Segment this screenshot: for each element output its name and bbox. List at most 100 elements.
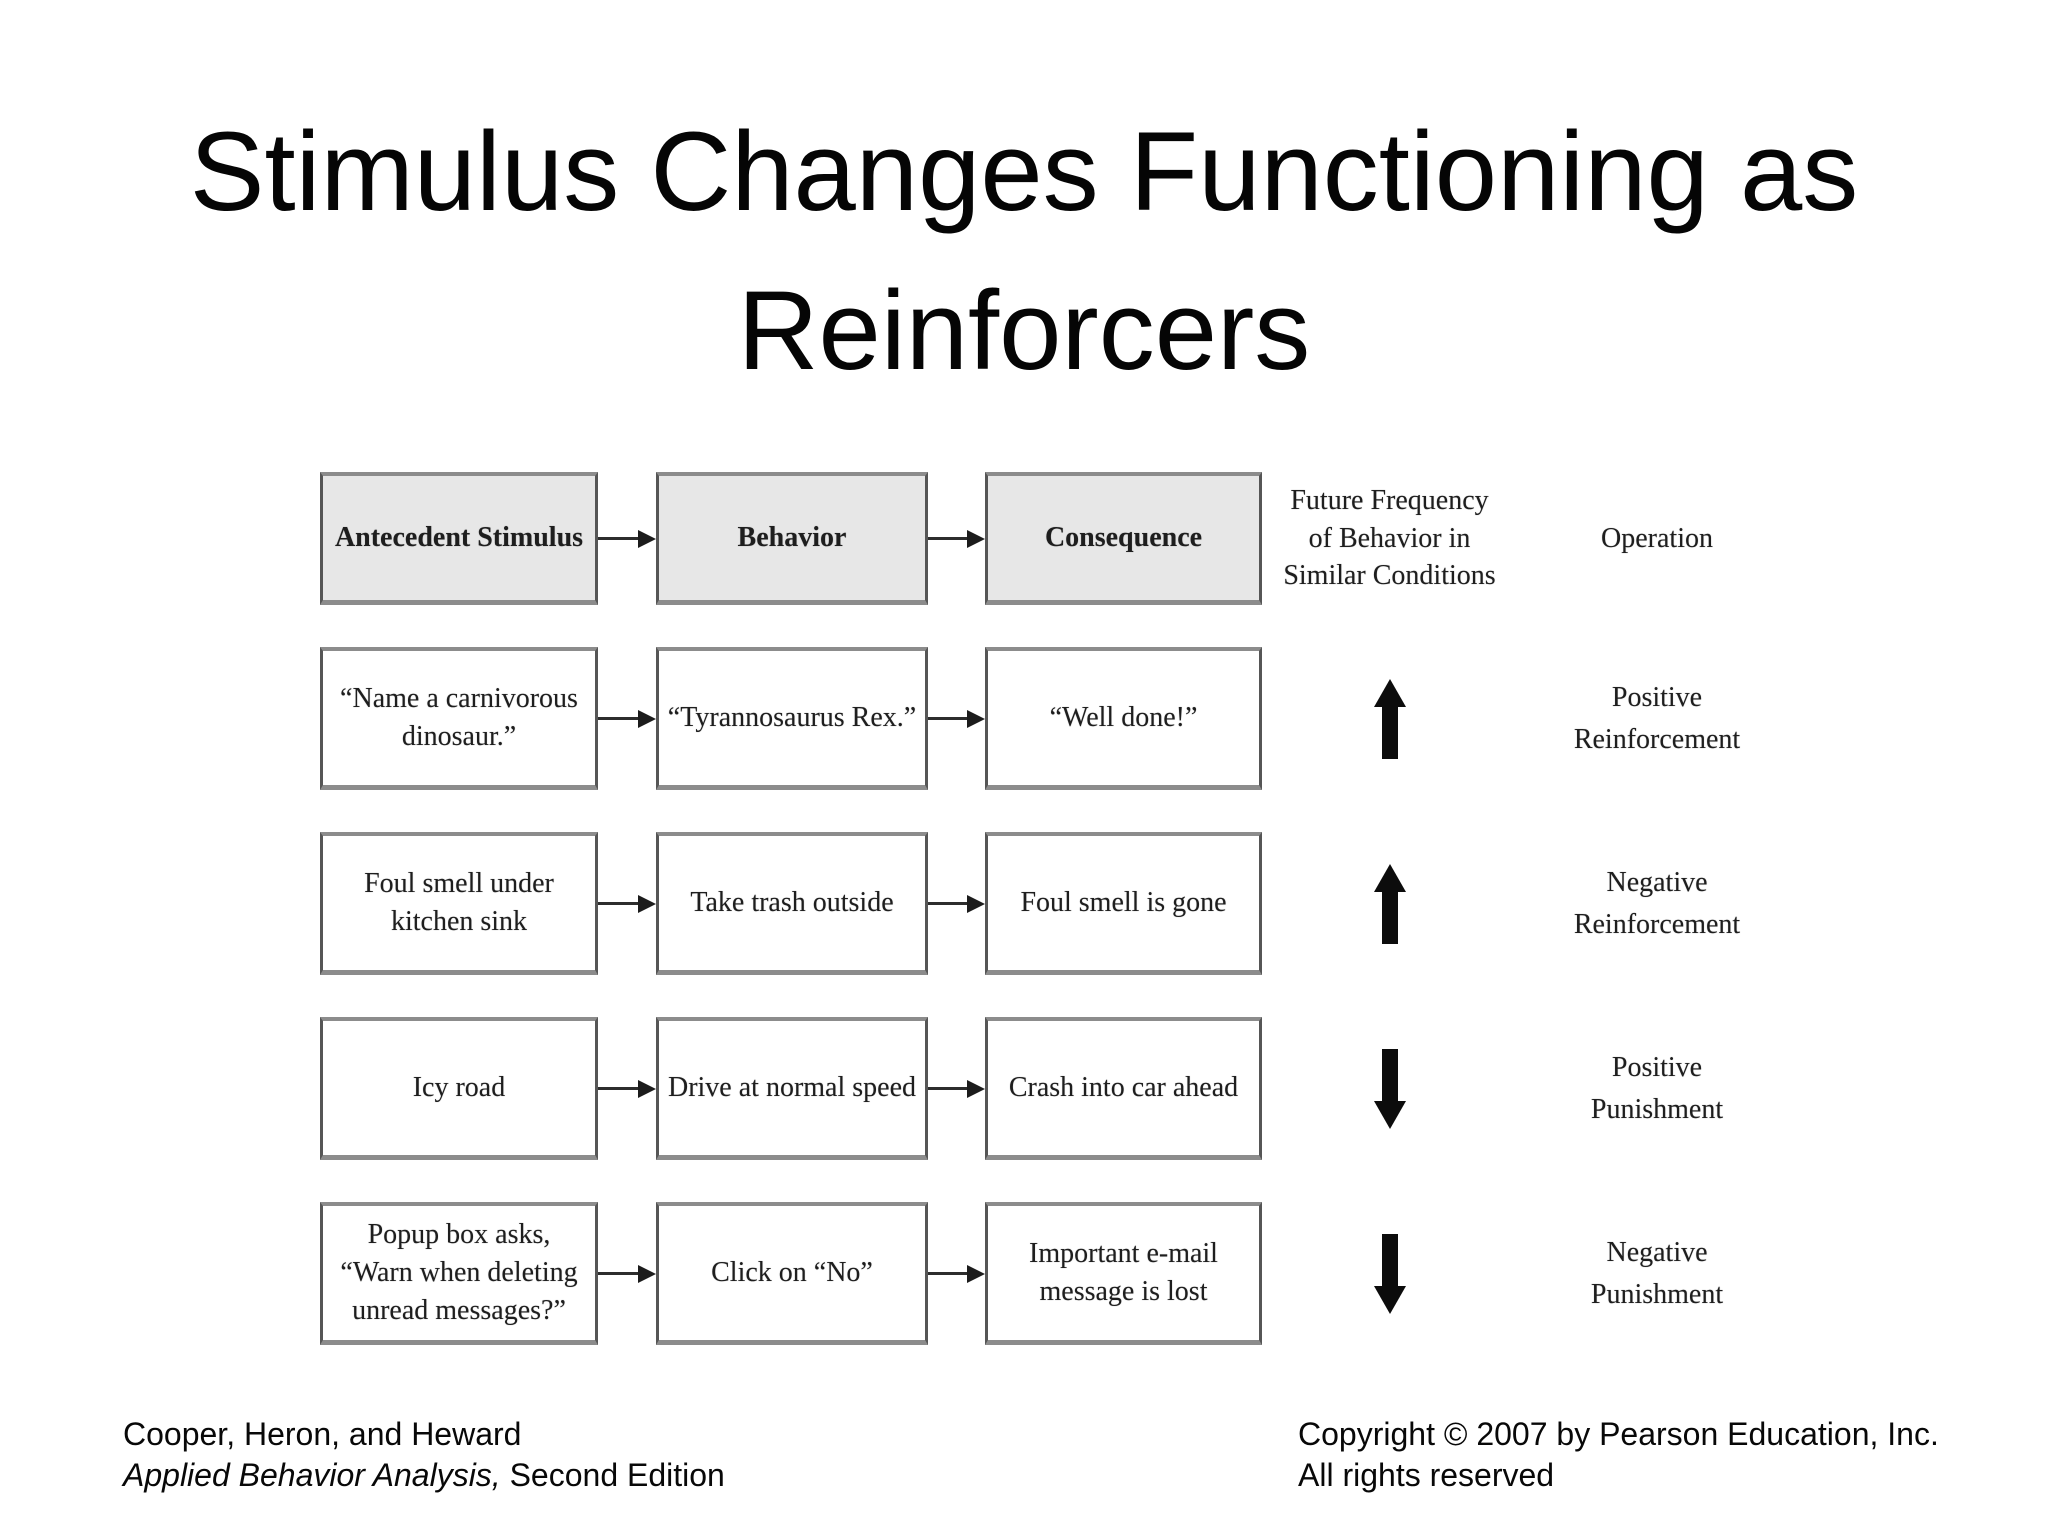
connector-cell bbox=[928, 1017, 985, 1160]
right-arrow-icon bbox=[598, 1264, 656, 1283]
arrow-shaft bbox=[1381, 1048, 1398, 1101]
consequence-box: Important e-mail message is lost bbox=[985, 1202, 1262, 1345]
page-title-line-2: Reinforcers bbox=[737, 268, 1311, 394]
consequence-box: “Well done!” bbox=[985, 647, 1262, 790]
frequency-cell bbox=[1262, 647, 1517, 790]
antecedent-box: Icy road bbox=[320, 1017, 598, 1160]
operation-line: Positive bbox=[1611, 1051, 1703, 1083]
operation-label: Positive Punishment bbox=[1517, 1017, 1797, 1160]
arrow-shaft bbox=[598, 1272, 638, 1275]
arrow-head bbox=[967, 709, 985, 728]
operation-line: Reinforcement bbox=[1573, 908, 1741, 940]
footer-book-edition: Second Edition bbox=[500, 1456, 725, 1493]
reinforcement-contingency-diagram: Antecedent Stimulus Behavior Consequence… bbox=[320, 472, 1797, 1345]
header-box-antecedent-stimulus: Antecedent Stimulus bbox=[320, 472, 598, 605]
frequency-cell bbox=[1262, 832, 1517, 975]
consequence-box: Foul smell is gone bbox=[985, 832, 1262, 975]
arrow-shaft bbox=[1381, 1233, 1398, 1286]
column-header-line: Future Frequency bbox=[1290, 484, 1489, 516]
antecedent-box: Popup box asks, “Warn when deleting unre… bbox=[320, 1202, 598, 1345]
operation-line: Punishment bbox=[1590, 1278, 1724, 1310]
right-arrow-icon bbox=[928, 529, 985, 548]
down-arrow-icon bbox=[1373, 1233, 1406, 1314]
footer-citation-authors: Cooper, Heron, and Heward bbox=[123, 1416, 522, 1452]
behavior-box: “Tyrannosaurus Rex.” bbox=[656, 647, 928, 790]
column-header-line: of Behavior in bbox=[1308, 522, 1471, 554]
arrow-head bbox=[967, 894, 985, 913]
arrow-head bbox=[638, 709, 656, 728]
antecedent-box: Foul smell under kitchen sink bbox=[320, 832, 598, 975]
connector-cell bbox=[598, 472, 656, 605]
right-arrow-icon bbox=[928, 709, 985, 728]
arrow-shaft bbox=[928, 1272, 967, 1275]
right-arrow-icon bbox=[598, 1079, 656, 1098]
arrow-shaft bbox=[928, 902, 967, 905]
page-title-line-1: Stimulus Changes Functioning as bbox=[189, 109, 1859, 234]
right-arrow-icon bbox=[928, 1079, 985, 1098]
column-header-operation: Operation bbox=[1601, 522, 1713, 554]
frequency-cell bbox=[1262, 1017, 1517, 1160]
arrow-head bbox=[1373, 678, 1406, 707]
connector-cell bbox=[928, 1202, 985, 1345]
frequency-cell bbox=[1262, 1202, 1517, 1345]
arrow-shaft bbox=[1381, 891, 1398, 944]
arrow-shaft bbox=[1381, 706, 1398, 759]
arrow-shaft bbox=[598, 537, 638, 540]
column-header-future-frequency: Future Frequency of Behavior in Similar … bbox=[1262, 472, 1517, 605]
arrow-head bbox=[1373, 1100, 1406, 1129]
arrow-head bbox=[1373, 1285, 1406, 1314]
arrow-shaft bbox=[598, 1087, 638, 1090]
operation-label: Negative Reinforcement bbox=[1517, 832, 1797, 975]
footer-copyright: Copyright © 2007 by Pearson Education, I… bbox=[1298, 1414, 1939, 1496]
operation-line: Negative bbox=[1606, 866, 1708, 898]
header-box-behavior: Behavior bbox=[656, 472, 928, 605]
footer-book-title: Applied Behavior Analysis, bbox=[123, 1456, 501, 1493]
up-arrow-icon bbox=[1373, 678, 1406, 759]
arrow-head bbox=[638, 1264, 656, 1283]
connector-cell bbox=[928, 647, 985, 790]
down-arrow-icon bbox=[1373, 1048, 1406, 1129]
arrow-shaft bbox=[598, 717, 638, 720]
connector-cell bbox=[598, 1017, 656, 1160]
right-arrow-icon bbox=[598, 529, 656, 548]
connector-cell bbox=[598, 647, 656, 790]
column-header-line: Similar Conditions bbox=[1283, 560, 1496, 592]
page-title: Stimulus Changes Functioning as Reinforc… bbox=[0, 92, 2048, 410]
header-box-consequence: Consequence bbox=[985, 472, 1262, 605]
arrow-shaft bbox=[928, 717, 967, 720]
arrow-head bbox=[638, 529, 656, 548]
operation-line: Reinforcement bbox=[1573, 723, 1741, 755]
operation-label: Positive Reinforcement bbox=[1517, 647, 1797, 790]
right-arrow-icon bbox=[598, 894, 656, 913]
antecedent-box: “Name a carnivorous dinosaur.” bbox=[320, 647, 598, 790]
arrow-shaft bbox=[598, 902, 638, 905]
operation-line: Negative bbox=[1606, 1236, 1708, 1268]
connector-cell bbox=[928, 472, 985, 605]
arrow-head bbox=[638, 894, 656, 913]
connector-cell bbox=[598, 1202, 656, 1345]
up-arrow-icon bbox=[1373, 863, 1406, 944]
operation-line: Punishment bbox=[1590, 1093, 1724, 1125]
right-arrow-icon bbox=[928, 894, 985, 913]
connector-cell bbox=[598, 832, 656, 975]
consequence-box: Crash into car ahead bbox=[985, 1017, 1262, 1160]
operation-label: Negative Punishment bbox=[1517, 1202, 1797, 1345]
footer-citation-book: Applied Behavior Analysis, Second Editio… bbox=[123, 1455, 725, 1496]
connector-cell bbox=[928, 832, 985, 975]
right-arrow-icon bbox=[598, 709, 656, 728]
operation-line: Positive bbox=[1611, 681, 1703, 713]
arrow-shaft bbox=[928, 1087, 967, 1090]
arrow-head bbox=[967, 1264, 985, 1283]
arrow-head bbox=[1373, 863, 1406, 892]
behavior-box: Click on “No” bbox=[656, 1202, 928, 1345]
arrow-head bbox=[967, 529, 985, 548]
footer-citation: Cooper, Heron, and Heward Applied Behavi… bbox=[123, 1414, 725, 1496]
arrow-head bbox=[967, 1079, 985, 1098]
footer-copyright-line: Copyright © 2007 by Pearson Education, I… bbox=[1298, 1416, 1939, 1452]
arrow-head bbox=[638, 1079, 656, 1098]
footer-rights-line: All rights reserved bbox=[1298, 1456, 1555, 1493]
behavior-box: Drive at normal speed bbox=[656, 1017, 928, 1160]
arrow-shaft bbox=[928, 537, 967, 540]
right-arrow-icon bbox=[928, 1264, 985, 1283]
